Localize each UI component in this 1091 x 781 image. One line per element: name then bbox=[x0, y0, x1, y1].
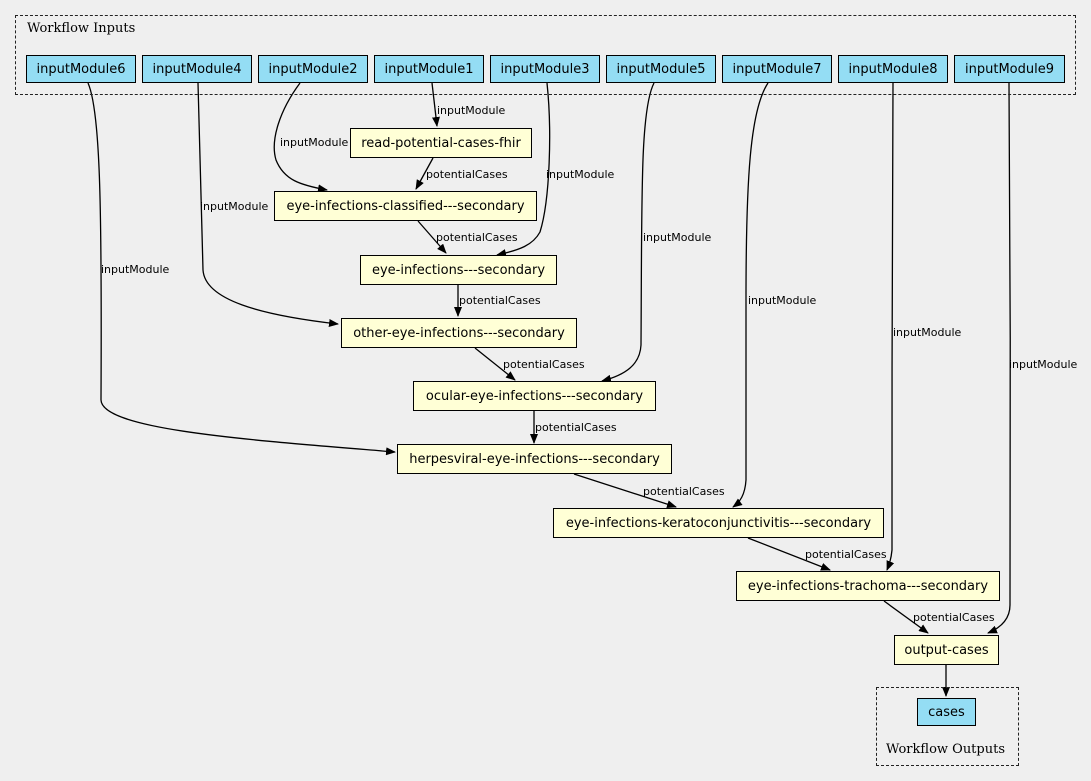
edge-m7-kerato bbox=[732, 82, 769, 508]
workflow-inputs-title: Workflow Inputs bbox=[27, 21, 136, 36]
edge-m9-output bbox=[987, 82, 1012, 634]
workflow-outputs-cluster bbox=[876, 687, 1019, 766]
edge-label-m3-eye: inputModule bbox=[546, 168, 615, 181]
edge-kerato-trachoma bbox=[747, 537, 831, 571]
other-eye-infections-node[interactable]: other-eye-infections---secondary bbox=[341, 318, 577, 348]
edge-m1-read bbox=[431, 82, 440, 127]
edge-herpes-kerato bbox=[573, 473, 677, 509]
edge-label-read-classified: potentialCases bbox=[426, 168, 508, 181]
input-module2-node[interactable]: inputModule2 bbox=[258, 55, 368, 83]
edge-label-m8-trachoma: inputModule bbox=[893, 326, 962, 339]
edge-label-ocular-herpes: potentialCases bbox=[535, 421, 617, 434]
read-potential-cases-fhir-node[interactable]: read-potential-cases-fhir bbox=[350, 128, 532, 158]
edge-m4-other bbox=[197, 82, 339, 327]
edge-m3-eye bbox=[496, 82, 551, 257]
edge-trachoma-output bbox=[883, 600, 929, 634]
edge-label-m7-kerato: inputModule bbox=[748, 294, 817, 307]
input-module1-node[interactable]: inputModule1 bbox=[374, 55, 484, 83]
edge-m2-classified bbox=[273, 82, 328, 193]
edge-label-m9-output: inputModule bbox=[1009, 358, 1078, 371]
cases-output-node[interactable]: cases bbox=[917, 698, 976, 726]
edge-label-m1-read: inputModule bbox=[437, 104, 506, 117]
edge-label-m6-herpes: inputModule bbox=[101, 263, 170, 276]
input-module7-node[interactable]: inputModule7 bbox=[722, 55, 832, 83]
keratoconjunctivitis-node[interactable]: eye-infections-keratoconjunctivitis---se… bbox=[553, 508, 884, 538]
herpesviral-eye-infections-node[interactable]: herpesviral-eye-infections---secondary bbox=[397, 444, 672, 474]
edge-label-kerato-trachoma: potentialCases bbox=[805, 548, 887, 561]
edge-classified-eye bbox=[417, 220, 447, 254]
edge-label-other-ocular: potentialCases bbox=[503, 358, 585, 371]
eye-infections-classified-node[interactable]: eye-infections-classified---secondary bbox=[274, 191, 537, 221]
input-module3-node[interactable]: inputModule3 bbox=[490, 55, 600, 83]
edge-label-herpes-kerato: potentialCases bbox=[643, 485, 725, 498]
input-module4-node[interactable]: inputModule4 bbox=[142, 55, 252, 83]
edge-other-ocular bbox=[474, 347, 516, 381]
edge-m8-trachoma bbox=[886, 82, 895, 571]
input-module8-node[interactable]: inputModule8 bbox=[838, 55, 948, 83]
ocular-eye-infections-node[interactable]: ocular-eye-infections---secondary bbox=[413, 381, 656, 411]
edge-label-trachoma-output: potentialCases bbox=[913, 611, 995, 624]
eye-infections-node[interactable]: eye-infections---secondary bbox=[360, 255, 557, 285]
output-cases-node[interactable]: output-cases bbox=[894, 635, 999, 665]
edge-m6-herpes bbox=[87, 82, 396, 456]
edge-label-classified-eye: potentialCases bbox=[436, 231, 518, 244]
edge-m5-ocular bbox=[601, 82, 655, 383]
edge-label-m5-ocular: inputModule bbox=[643, 231, 712, 244]
edge-label-m4-other: inputModule bbox=[200, 200, 269, 213]
edge-label-eye-other: potentialCases bbox=[459, 294, 541, 307]
eye-infections-trachoma-node[interactable]: eye-infections-trachoma---secondary bbox=[736, 571, 1000, 601]
workflow-inputs-cluster bbox=[15, 15, 1076, 95]
edge-read-classified bbox=[415, 157, 434, 190]
input-module6-node[interactable]: inputModule6 bbox=[26, 55, 136, 83]
edge-label-m2-classified: inputModule bbox=[280, 136, 349, 149]
input-module9-node[interactable]: inputModule9 bbox=[954, 55, 1065, 83]
workflow-outputs-title: Workflow Outputs bbox=[886, 742, 1005, 757]
input-module5-node[interactable]: inputModule5 bbox=[606, 55, 716, 83]
